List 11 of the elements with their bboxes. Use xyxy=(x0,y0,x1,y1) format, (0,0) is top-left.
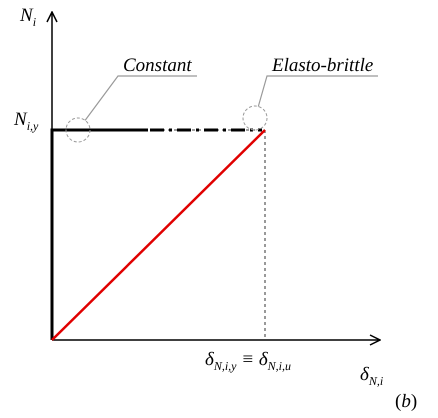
axis-label: N$_{i}$ xyxy=(20,6,36,28)
highlight-circle xyxy=(242,106,268,130)
highlight-circle xyxy=(66,118,90,142)
axis-label: δ$_{N,i}$ xyxy=(360,365,384,387)
callout-text: Constant xyxy=(123,56,192,75)
leader-line xyxy=(258,75,378,107)
callout-text: Elasto-brittle xyxy=(272,56,374,75)
panel-label: (b) xyxy=(395,392,418,411)
axis-label: N$_{i,y}$ xyxy=(14,110,38,132)
axis-label: δ$_{N,i,y}$ ≡ δ$_{N,i,u}$ xyxy=(205,350,292,372)
leader-line xyxy=(84,75,197,121)
